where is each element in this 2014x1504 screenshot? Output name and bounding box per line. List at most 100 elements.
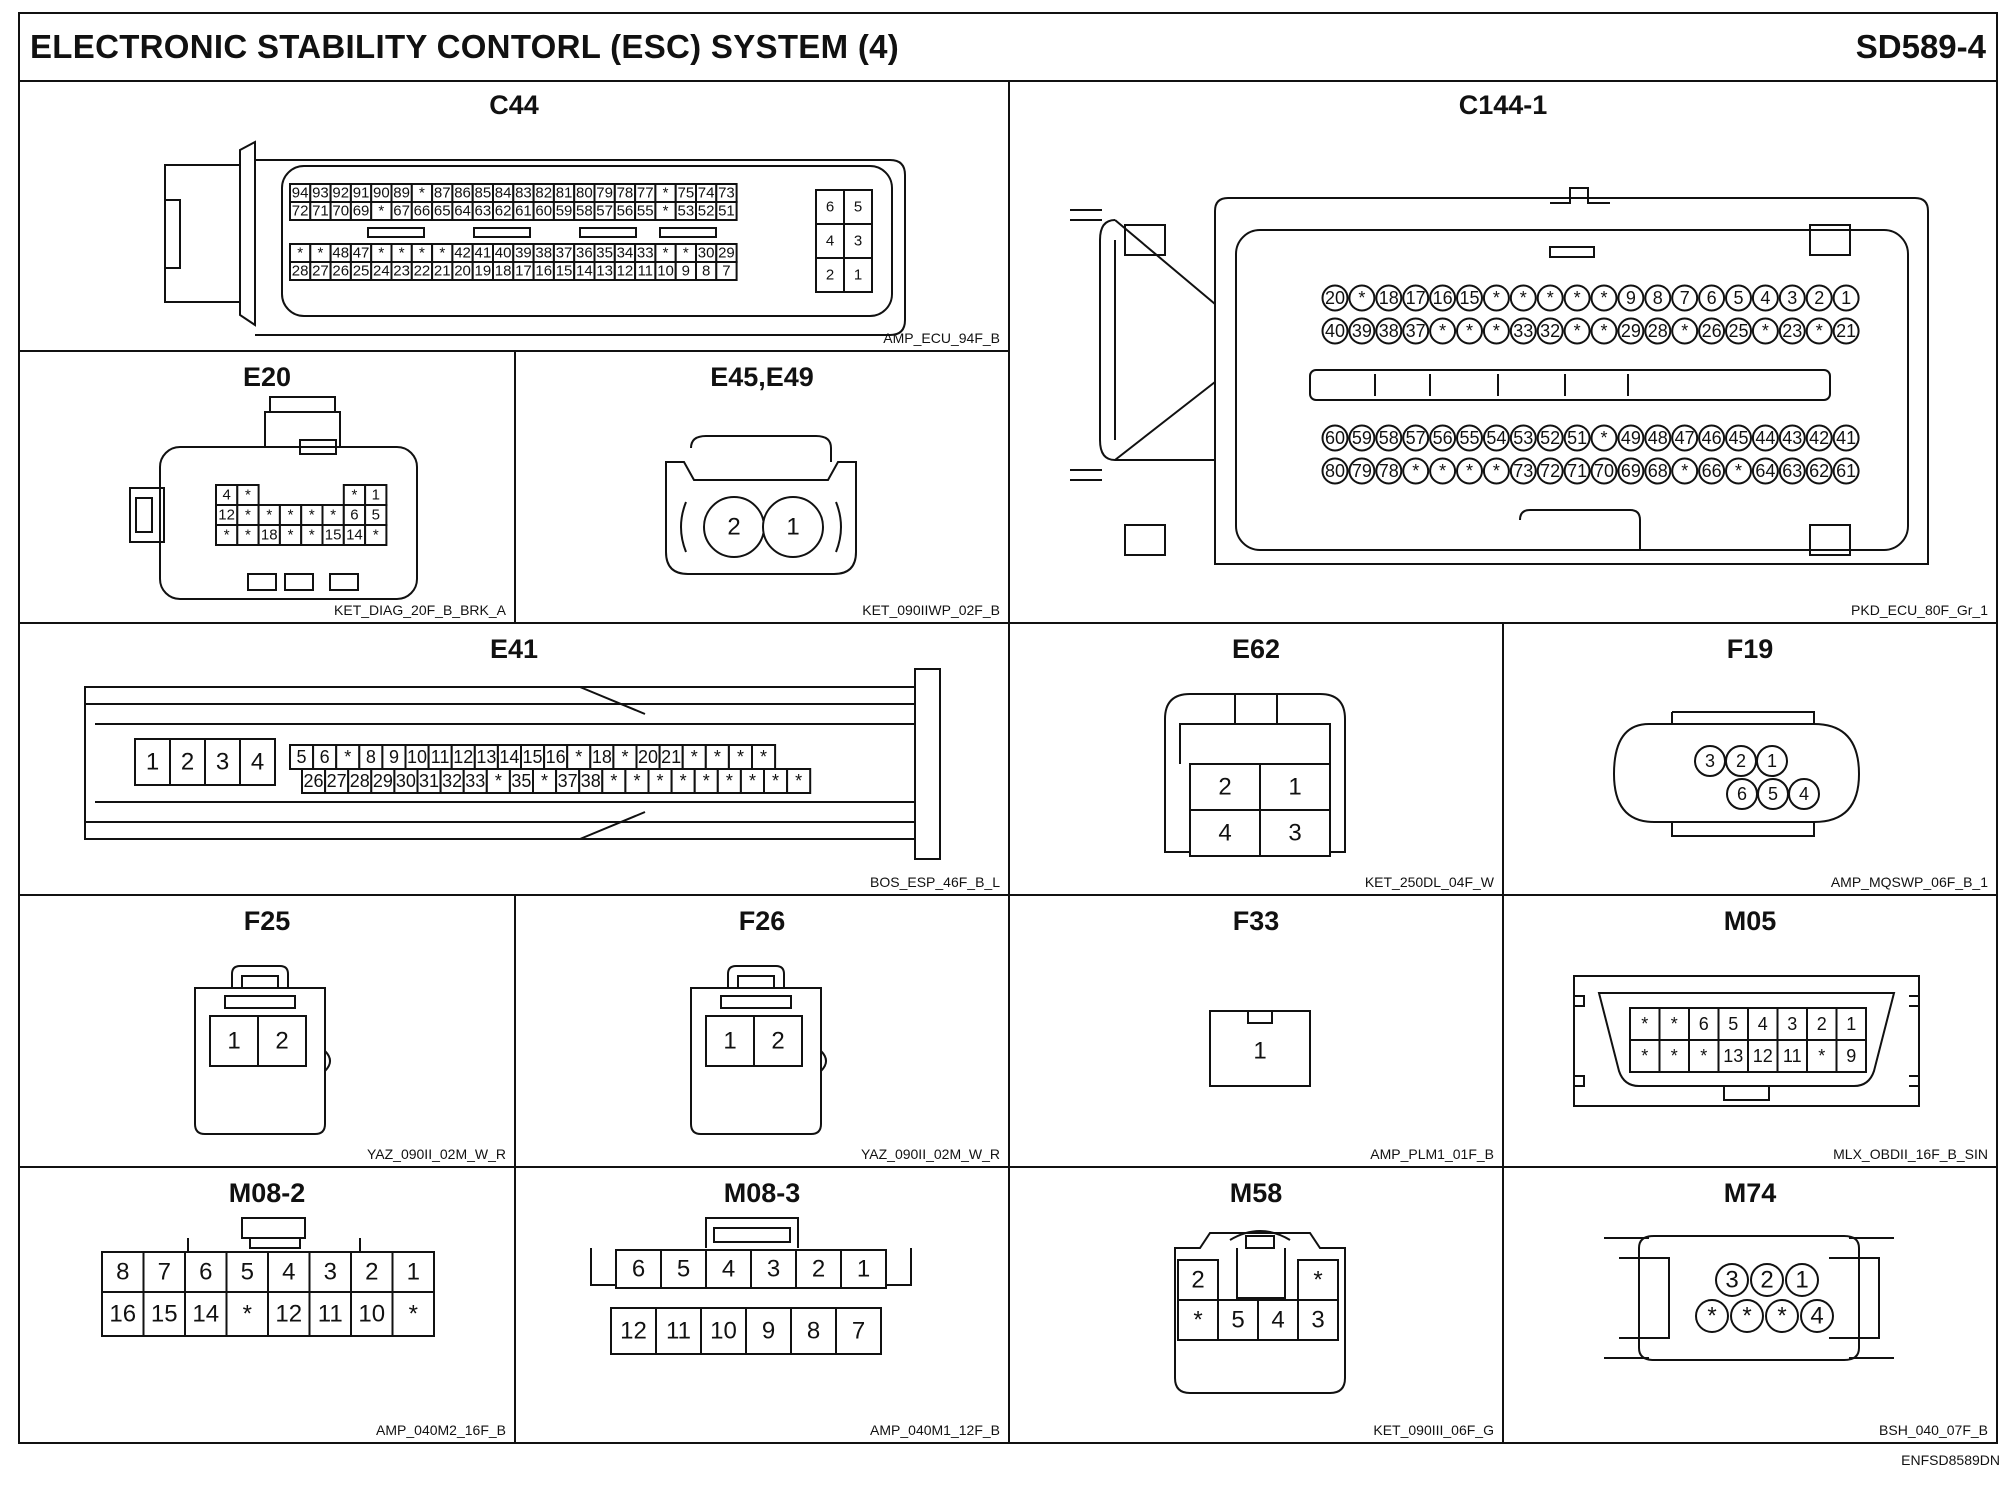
pin-cell: 79 — [1348, 457, 1376, 485]
pin-cell: 26 — [1698, 317, 1726, 345]
pin-label: 1 — [1767, 751, 1777, 771]
pin-cell-border — [1832, 284, 1860, 312]
pin-cell: 26 — [329, 261, 352, 281]
pin-label: 10 — [657, 263, 674, 280]
pin-cell: 16 — [543, 744, 569, 770]
pin-label: * — [318, 245, 324, 262]
pin-cell: 10 — [404, 744, 430, 770]
pin-label: * — [419, 245, 425, 262]
pin-label: 59 — [556, 203, 573, 220]
pin-cell: 18 — [257, 524, 281, 546]
connector-code: KET_DIAG_20F_B_BRK_A — [334, 602, 506, 618]
pin-label: 68 — [1648, 461, 1668, 481]
pin-cell: 37 — [552, 243, 576, 263]
pin-label: 4 — [1758, 1014, 1768, 1034]
pin-cell: 41 — [471, 243, 495, 263]
pin-cell-border — [1321, 424, 1349, 452]
latch-slot — [299, 439, 337, 455]
pin-label: * — [1818, 1046, 1825, 1066]
pin-label: 20 — [454, 263, 471, 280]
connector-f33: F33 1 AMP_PLM1_01F_B — [1010, 896, 1504, 1168]
pin-cell-border — [1698, 284, 1726, 312]
connector-name: F19 — [1726, 634, 1774, 664]
pin-cell: 10 — [700, 1307, 747, 1355]
connector-code: PKD_ECU_80F_Gr_1 — [1851, 602, 1988, 618]
pin-label: * — [309, 527, 315, 544]
pin-cell-border — [1348, 284, 1376, 312]
pin-cell: 70 — [1590, 457, 1618, 485]
pin-label: 70 — [1594, 461, 1614, 481]
pin-cell: * — [1402, 457, 1430, 485]
pin-cell: 39 — [1348, 317, 1376, 345]
pin-label: 74 — [698, 185, 715, 202]
pin-cell: * — [1805, 317, 1833, 345]
pin-cell: * — [670, 768, 696, 794]
pin-label: 80 — [1325, 461, 1345, 481]
pin-label: * — [309, 507, 315, 524]
pin-cell: 3 — [750, 1249, 797, 1289]
pin-label: 7 — [1680, 288, 1690, 308]
pin-label: 14 — [346, 527, 363, 544]
latch-window — [1124, 224, 1166, 256]
pin-label: 63 — [1782, 461, 1802, 481]
pin-label: 6 — [199, 1259, 212, 1286]
pin-cell: 74 — [695, 183, 718, 203]
pin-cell: * — [236, 524, 260, 546]
pin-cell-border — [705, 1015, 755, 1067]
pin-cell-border — [1805, 284, 1833, 312]
pin-cell: 3 — [1778, 284, 1806, 312]
pin-cell: * — [1671, 317, 1699, 345]
pin-label: 58 — [576, 203, 593, 220]
pin-cell: 78 — [613, 183, 637, 203]
pin-cell: * — [278, 524, 303, 546]
pin-label: * — [1574, 288, 1581, 308]
pin-label: 51 — [1567, 428, 1587, 448]
housing-outline — [1619, 1257, 1880, 1339]
pin-label: 6 — [320, 747, 330, 767]
pin-cell: 6 — [815, 189, 845, 225]
connector-code: AMP_040M2_16F_B — [376, 1422, 506, 1438]
pin-label: 12 — [1753, 1046, 1773, 1066]
pin-label: 64 — [1755, 461, 1775, 481]
pin-cell: 13 — [1717, 1039, 1749, 1073]
pin-cell: 44 — [1751, 424, 1779, 452]
pin-cell: 2 — [1177, 1259, 1219, 1301]
pin-label: 86 — [454, 185, 471, 202]
pin-label: 61 — [1836, 461, 1856, 481]
pin-label: 26 — [304, 771, 324, 791]
pin-label: * — [419, 185, 425, 202]
pin-label: 10 — [407, 747, 427, 767]
pin-label: 11 — [637, 263, 653, 280]
latch-window — [1809, 524, 1851, 556]
housing-outline — [680, 501, 842, 553]
pin-cell-border — [1590, 424, 1618, 452]
pin-cell: * — [1348, 284, 1376, 312]
pin-cell: 23 — [1778, 317, 1806, 345]
housing-outline — [1550, 187, 1610, 204]
connector-name: E62 — [1231, 634, 1281, 664]
pin-label: 5 — [241, 1259, 254, 1286]
pin-label: 6 — [1699, 1014, 1709, 1034]
pin-cell-border — [134, 738, 171, 786]
pin-cell: 73 — [1509, 457, 1537, 485]
pin-cell: 32 — [1536, 317, 1564, 345]
pin-label: * — [1358, 288, 1365, 308]
pin-cell: * — [1629, 1007, 1661, 1041]
pin-cell-border — [615, 1249, 662, 1289]
pin-label: * — [1493, 461, 1500, 481]
pin-cell-border — [1617, 424, 1645, 452]
connector-code: BSH_040_07F_B — [1879, 1422, 1988, 1438]
pin-cell: * — [1590, 424, 1618, 452]
pin-label: 63 — [475, 203, 492, 220]
pin-cell: 9 — [381, 744, 407, 770]
pin-cell: 12 — [215, 504, 239, 526]
housing-outline — [264, 396, 341, 447]
pin-cell: * — [278, 504, 303, 526]
pin-cell: 14 — [342, 524, 367, 546]
pin-label: 54 — [1486, 428, 1506, 448]
pin-cell: 5 — [289, 744, 315, 770]
pin-label: 22 — [414, 263, 431, 280]
